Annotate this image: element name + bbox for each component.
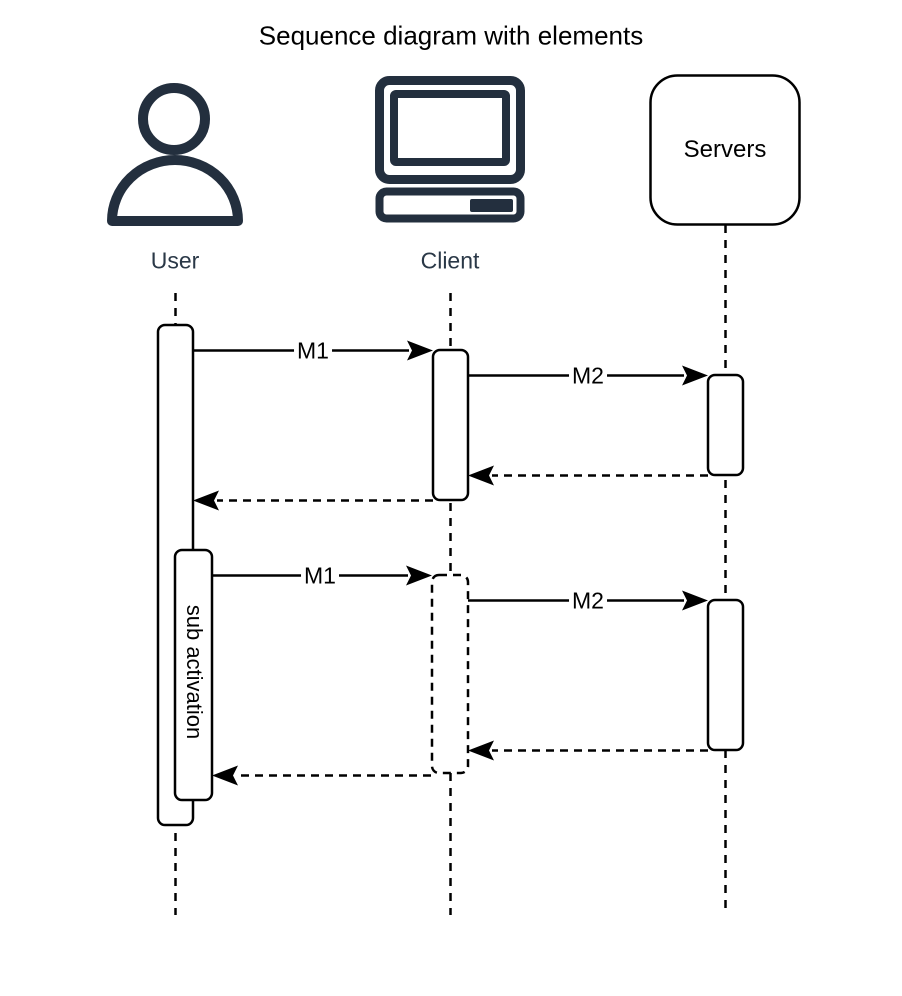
arrowhead-right-icon: [407, 340, 433, 361]
sub-activation-bar: [173, 548, 214, 802]
servers-node: [649, 74, 801, 226]
person-icon-body: [107, 155, 243, 226]
arrowhead-right-icon: [406, 565, 432, 586]
person-icon: [107, 83, 243, 226]
arrowhead-right-icon: [682, 365, 708, 386]
arrowhead-left-icon: [468, 740, 494, 761]
computer-icon-base: [375, 187, 525, 223]
client-activation-bar-2-dashed: [430, 573, 470, 775]
user-label: User: [150, 247, 200, 274]
arrowhead-left-icon: [212, 765, 238, 786]
page-title: Sequence diagram with elements: [258, 20, 644, 51]
servers-label: Servers: [683, 135, 767, 163]
person-icon-head: [138, 83, 210, 155]
client-label: Client: [420, 247, 480, 274]
arrowhead-left-icon: [193, 490, 219, 511]
message-m1-label-first: M1: [294, 338, 332, 364]
arrowhead-right-icon: [682, 590, 708, 611]
computer-icon-screen: [390, 90, 510, 166]
sub-activation-label: sub activation: [182, 604, 208, 740]
message-m2-label-first: M2: [569, 363, 607, 389]
servers-activation-bar-2: [706, 598, 745, 752]
return-servers-client-first: [468, 465, 708, 486]
return-client-user-first: [193, 490, 433, 511]
computer-icon-slot: [470, 199, 513, 212]
client-activation-bar-1: [431, 348, 470, 502]
message-m2-label-second: M2: [569, 588, 607, 614]
computer-icon: [375, 76, 525, 223]
arrowhead-left-icon: [468, 465, 494, 486]
computer-icon-monitor: [375, 76, 525, 184]
servers-activation-bar-1: [706, 373, 745, 477]
message-m1-label-second: M1: [301, 563, 339, 589]
return-client-user-second: [212, 765, 431, 786]
return-servers-client-second: [468, 740, 708, 761]
